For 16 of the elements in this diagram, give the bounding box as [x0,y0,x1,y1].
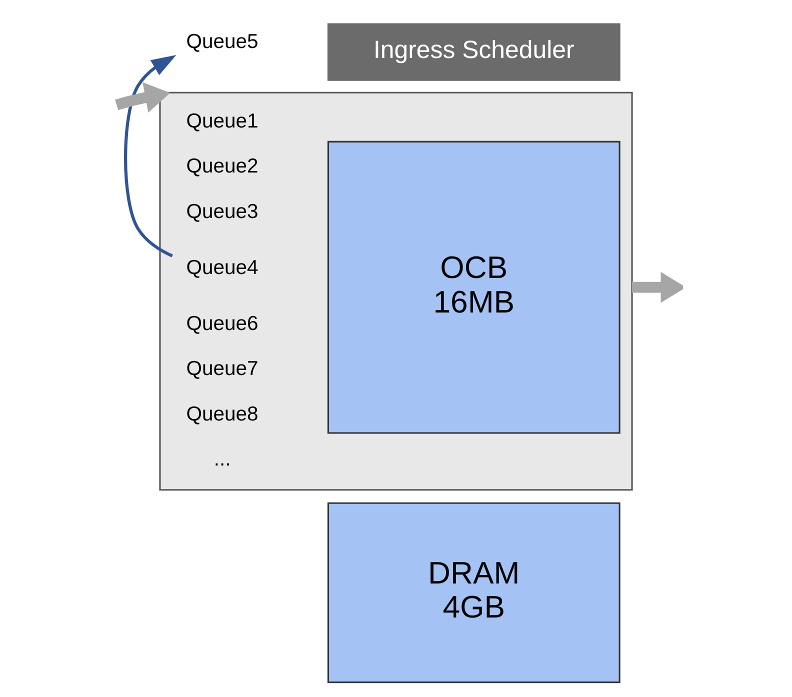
label: ... [214,448,231,471]
label: Queue3 [186,200,258,223]
label: Queue8 [186,403,258,426]
node-box: DRAM 4GB [327,502,620,684]
label: Queue2 [186,156,258,178]
label: Queue6 [186,313,258,336]
cluster [159,92,633,491]
node-box: Ingress Scheduler [327,23,620,81]
node-text: Queue4 [186,256,258,279]
arrow [124,54,176,258]
node-text: Queue5 [186,31,258,54]
label: Queue1 [186,110,258,133]
label: Queue7 [186,358,258,380]
node-box: OCB 16MB [327,140,620,434]
arrow [115,82,170,113]
arrow [632,272,683,303]
